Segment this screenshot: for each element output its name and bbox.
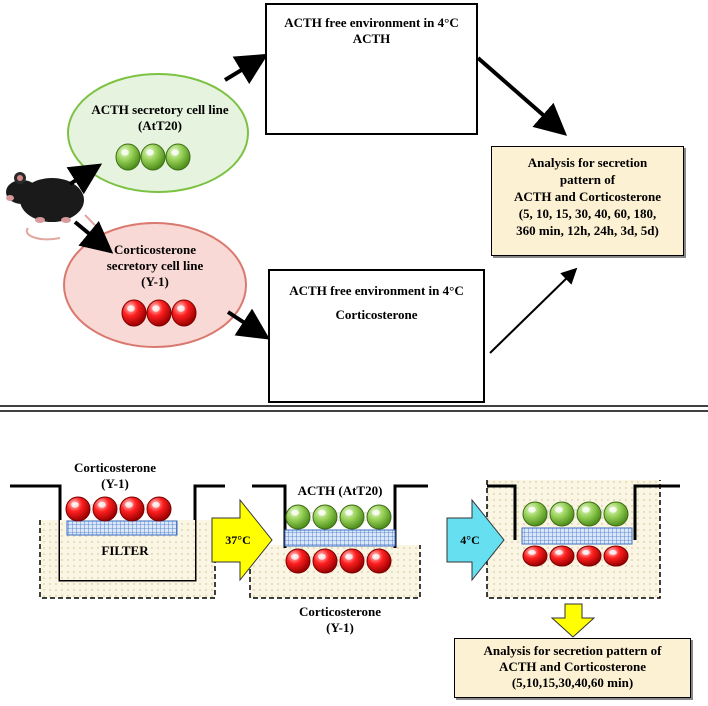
analysis-box-bottom: [454, 638, 691, 698]
well1-subtitle: (Y-1): [101, 476, 129, 491]
box1-title: ACTH free environment in 4°C: [284, 15, 459, 30]
filter-membrane-1: [66, 520, 178, 536]
analysis-top-line-3: ACTH and Corticosterone: [513, 189, 662, 204]
red-oval-cell-highlight: [127, 305, 135, 312]
well3-green-cell-highlight: [609, 506, 617, 513]
well3-red-cell-highlight: [609, 550, 617, 555]
red-oval-cell-highlight: [152, 305, 160, 312]
green-oval-label-1: ACTH secretory cell line: [91, 102, 229, 117]
well3-red-cell: [576, 545, 602, 567]
filter-membrane-3: [521, 527, 633, 545]
well3-red-cell: [549, 545, 575, 567]
arrow-red-to-box2: [226, 308, 271, 340]
well1-red-cell-highlight: [152, 501, 160, 508]
green-oval-cell-highlight: [171, 149, 179, 156]
well2-green-cell: [339, 504, 365, 530]
well2-red-cell: [366, 548, 392, 574]
well1-red-cell-highlight: [71, 501, 79, 508]
green-oval-cell: [140, 143, 166, 171]
well1-red-cell: [92, 496, 118, 522]
box2-title: ACTH free environment in 4°C: [289, 283, 464, 298]
well3-green-cell-highlight: [528, 506, 536, 513]
red-oval-label-2: secretory cell line: [106, 258, 204, 273]
arrow-green-to-box1: [223, 53, 269, 85]
well2-red-cell: [285, 548, 311, 574]
analysis-top-line-2: pattern of: [559, 172, 616, 187]
well1-red-cell: [65, 496, 91, 522]
well3-red-cell: [603, 545, 629, 567]
red-oval-cell-highlight: [177, 305, 185, 312]
well3-green-cell: [603, 501, 629, 527]
well2-red-cell-highlight: [372, 553, 380, 560]
well2-green-cell-highlight: [372, 509, 380, 516]
well3-green-cell: [576, 501, 602, 527]
box2-label: Corticosterone: [335, 307, 418, 322]
well1-red-cell-highlight: [125, 501, 133, 508]
well1-red-cell-highlight: [98, 501, 106, 508]
well2-red-cell-highlight: [291, 553, 299, 560]
arrow-37c-label: 37°C: [225, 533, 251, 547]
well3-red-cell: [522, 545, 548, 567]
well1-red-cell: [146, 496, 172, 522]
red-oval-label-1: Corticosterone: [113, 242, 197, 257]
well3-green-cell: [522, 501, 548, 527]
analysis-top-line-4: (5, 10, 15, 30, 40, 60, 180,: [518, 206, 657, 221]
arrow-4c: [446, 498, 505, 582]
arrow-4c-label: 4°C: [460, 533, 480, 547]
arrow-box1-to-analysis: [476, 56, 568, 136]
green-oval: [67, 73, 249, 193]
analysis-bottom-line-2: ACTH and Corticosterone: [498, 659, 647, 674]
arrow-down: [550, 603, 596, 638]
well3-red-cell-highlight: [555, 550, 563, 555]
arrow-37c: [211, 498, 273, 582]
well1-filter-label: FILTER: [101, 543, 149, 558]
green-oval-cell: [115, 143, 141, 171]
red-oval-cell: [121, 299, 147, 327]
well2-green-cell: [366, 504, 392, 530]
well-2: [249, 484, 428, 599]
arrow-mouse-to-red: [73, 220, 114, 254]
well2-top-label: ACTH (AtT20): [297, 483, 383, 498]
well3-green-cell-highlight: [555, 506, 563, 513]
well2-red-cell: [312, 548, 338, 574]
green-oval-cell-highlight: [146, 149, 154, 156]
red-oval-cell: [146, 299, 172, 327]
red-oval-cell: [171, 299, 197, 327]
arrow-box2-to-analysis: [489, 267, 578, 354]
analysis-top-line-5: 360 min, 12h, 24h, 3d, 5d): [516, 223, 659, 238]
analysis-box-top: [491, 146, 684, 256]
well2-red-cell: [339, 548, 365, 574]
well2-bottom-label-1: Corticosterone: [298, 604, 382, 619]
arrow-mouse-to-green: [66, 163, 103, 195]
well2-red-cell-highlight: [318, 553, 326, 560]
well2-green-cell-highlight: [345, 509, 353, 516]
analysis-bottom-line-1: Analysis for secretion pattern of: [483, 643, 662, 658]
well2-green-cell-highlight: [291, 509, 299, 516]
green-oval-label-2: (AtT20): [137, 118, 183, 133]
box-corticosterone-environment: [268, 269, 485, 403]
well2-green-cell: [312, 504, 338, 530]
box1-label: ACTH: [352, 31, 391, 46]
well2-bottom-label-2: (Y-1): [326, 620, 354, 635]
well1-title: Corticosterone: [73, 460, 157, 475]
well3-red-cell-highlight: [528, 550, 536, 555]
green-oval-cell: [165, 143, 191, 171]
well-1: [10, 484, 225, 599]
well3-green-cell: [549, 501, 575, 527]
box-acth-environment: [265, 3, 478, 135]
well3-red-cell-highlight: [582, 550, 590, 555]
filter-membrane-2: [284, 529, 396, 547]
well2-green-cell: [285, 504, 311, 530]
well2-red-cell-highlight: [345, 553, 353, 560]
well2-green-cell-highlight: [318, 509, 326, 516]
analysis-top-line-1: Analysis for secretion: [527, 155, 648, 170]
analysis-bottom-line-3: (5,10,15,30,40,60 min): [511, 675, 634, 690]
red-oval-label-3: (Y-1): [141, 274, 169, 289]
well1-red-cell: [119, 496, 145, 522]
well3-green-cell-highlight: [582, 506, 590, 513]
green-oval-cell-highlight: [121, 149, 129, 156]
well-3: [486, 480, 680, 599]
red-oval: [63, 222, 247, 348]
